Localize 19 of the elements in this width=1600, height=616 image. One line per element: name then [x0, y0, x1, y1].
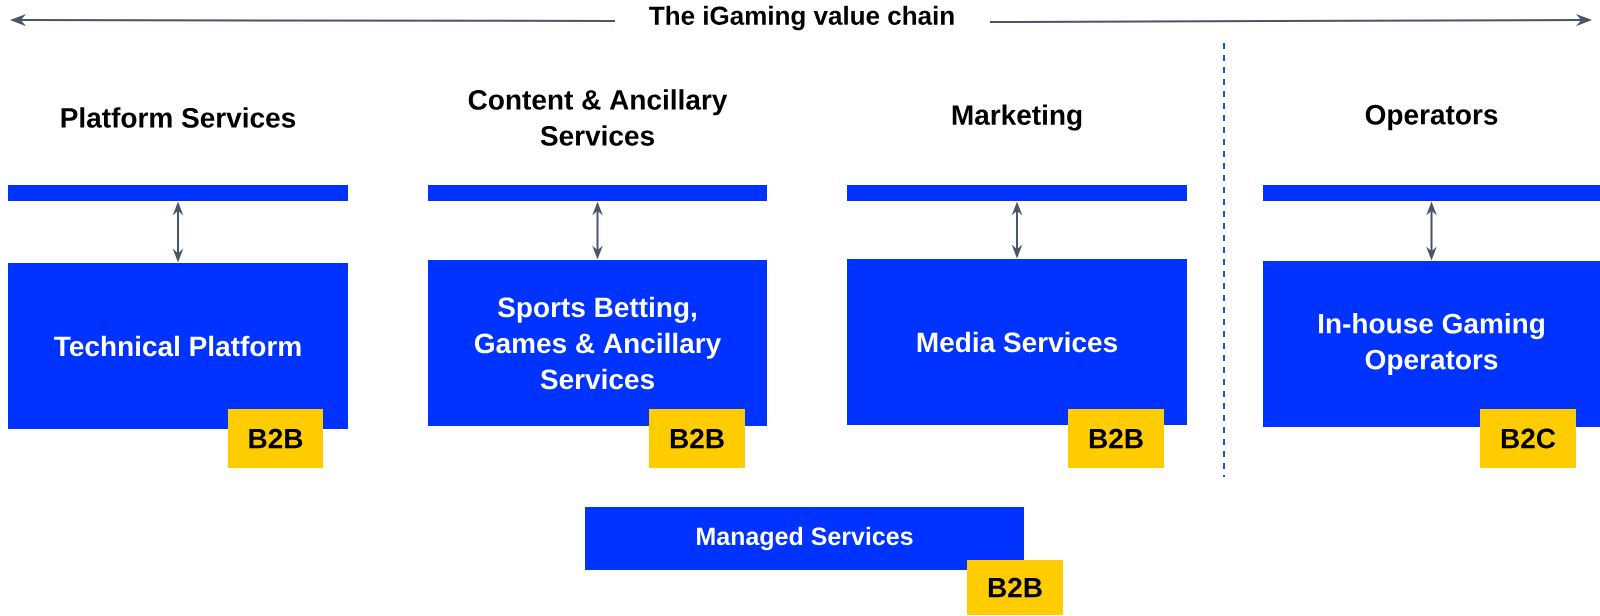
node-label: Marketing — [952, 104, 1082, 131]
category-box: Marketing — [847, 66, 1187, 201]
business-model-badge: B2B — [1068, 409, 1164, 468]
service-box: Managed Services — [585, 507, 1024, 570]
service-box: Technical Platform — [8, 263, 348, 429]
node-label: Content & Ancillary Services — [468, 89, 728, 146]
business-model-badge: B2B — [228, 409, 323, 468]
node-label: Operators — [1365, 104, 1498, 131]
business-model-badge: B2B — [967, 560, 1063, 615]
business-model-badge: B2B — [649, 409, 745, 468]
service-box: Sports Betting, Games & Ancillary Services — [428, 260, 767, 426]
diagram-title: The iGaming value chain — [649, 5, 954, 31]
node-label: Platform Services — [61, 107, 296, 128]
service-box: In-house Gaming Operators — [1263, 261, 1600, 427]
category-box: Operators — [1263, 66, 1600, 201]
category-box: Platform Services — [8, 66, 348, 201]
service-box: Media Services — [847, 259, 1187, 425]
category-box: Content & Ancillary Services — [428, 66, 767, 201]
business-model-badge: B2C — [1480, 409, 1576, 468]
